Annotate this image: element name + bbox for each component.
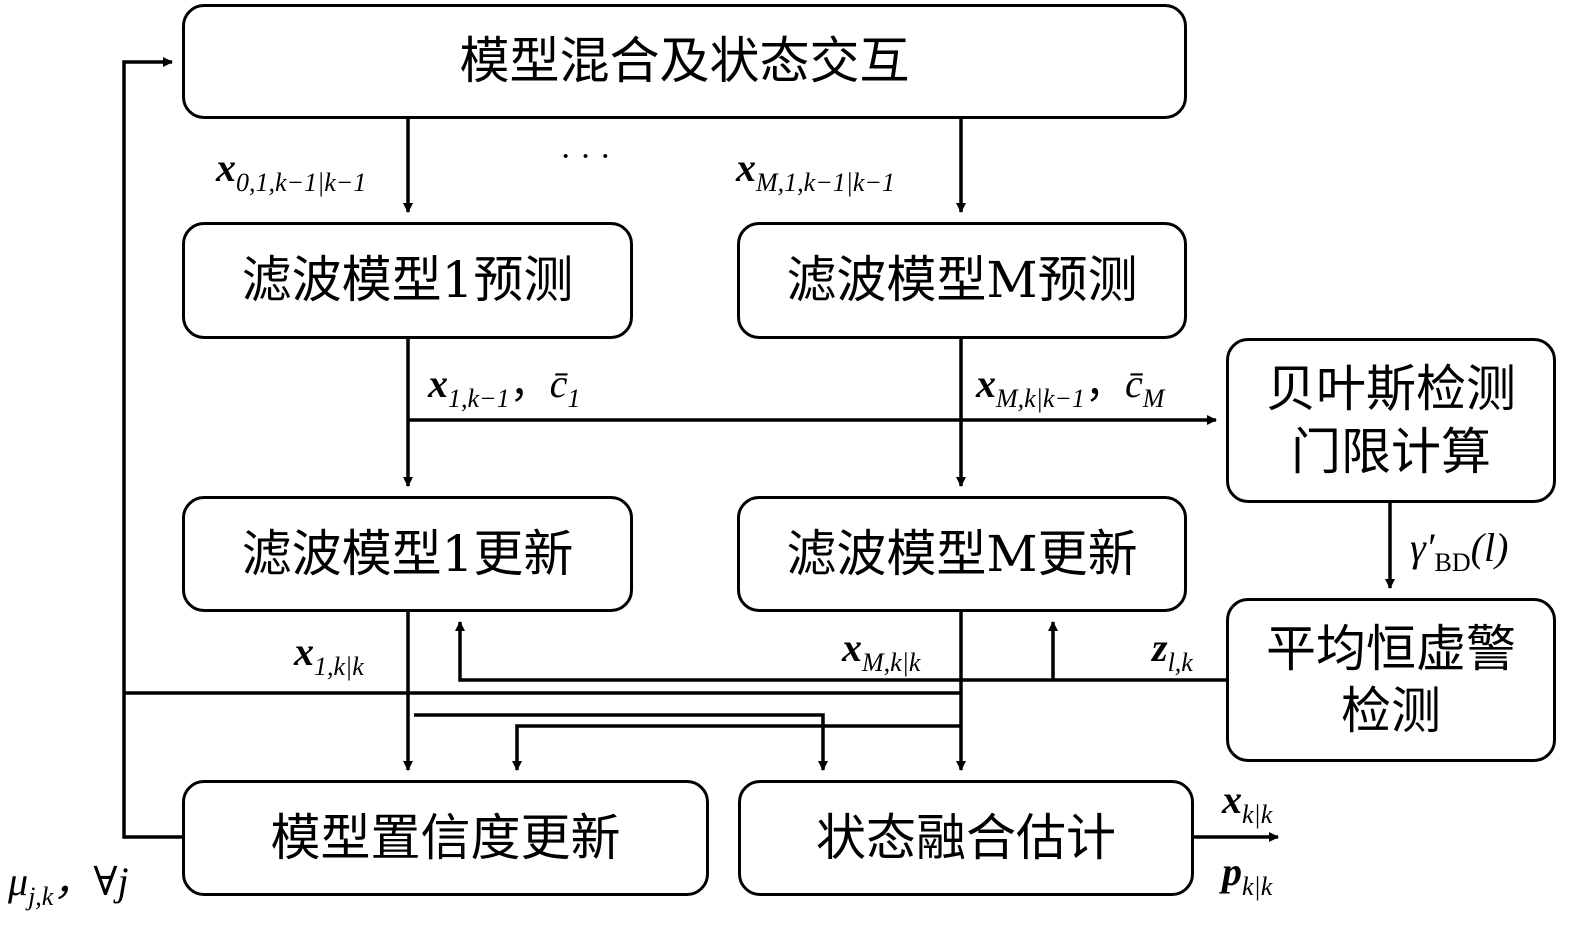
label-mu: μj,k，∀j <box>8 859 129 911</box>
fusion-box: 状态融合估计 <box>738 780 1194 896</box>
update-1-box: 滤波模型1更新 <box>182 496 633 612</box>
label-pred1-out: x1,k−1，c̄1 <box>428 361 581 413</box>
predict-1-box: 滤波模型1预测 <box>182 222 633 339</box>
label-measurement: zl,k <box>1152 625 1193 677</box>
mixing-label: 模型混合及状态交互 <box>459 32 910 91</box>
label-output-p: pk|k <box>1222 849 1273 901</box>
fusion-label: 状态融合估计 <box>816 808 1116 867</box>
ellipsis: · · · <box>560 138 611 175</box>
bayes-label-line2: 门限计算 <box>1291 422 1491 481</box>
label-updM-out: xM,k|k <box>842 625 921 677</box>
update-M-box: 滤波模型M更新 <box>737 496 1187 612</box>
bayes-box: 贝叶斯检测 门限计算 <box>1226 338 1556 503</box>
label-output-x: xk|k <box>1222 777 1273 829</box>
edge-updM-to-confidence <box>512 724 961 771</box>
predict-M-box: 滤波模型M预测 <box>737 222 1187 339</box>
mixing-box: 模型混合及状态交互 <box>182 4 1187 119</box>
label-gamma: γ′BD(l) <box>1410 525 1509 577</box>
cfar-label-line2: 检测 <box>1341 682 1441 740</box>
confidence-label: 模型置信度更新 <box>270 808 621 867</box>
label-mix-to-pred1: x0,1,k−1|k−1 <box>216 145 367 197</box>
label-mix-to-predM: xM,1,k−1|k−1 <box>736 145 895 197</box>
confidence-box: 模型置信度更新 <box>182 780 709 896</box>
predict-M-label: 滤波模型M预测 <box>786 251 1138 310</box>
cfar-box: 平均恒虚警 检测 <box>1226 598 1556 762</box>
label-predM-out: xM,k|k−1，c̄M <box>976 361 1165 413</box>
edge-upd1-to-fusion <box>414 713 828 771</box>
update-1-label: 滤波模型1更新 <box>241 524 574 583</box>
bayes-label-line1: 贝叶斯检测 <box>1266 360 1516 418</box>
edge-confidence-to-mixing <box>122 57 182 839</box>
cfar-label-line1: 平均恒虚警 <box>1266 619 1516 678</box>
update-M-label: 滤波模型M更新 <box>786 524 1138 583</box>
edge-cfar-to-upd1 <box>455 621 1226 682</box>
label-upd1-out: x1,k|k <box>294 629 364 681</box>
predict-1-label: 滤波模型1预测 <box>241 251 574 310</box>
